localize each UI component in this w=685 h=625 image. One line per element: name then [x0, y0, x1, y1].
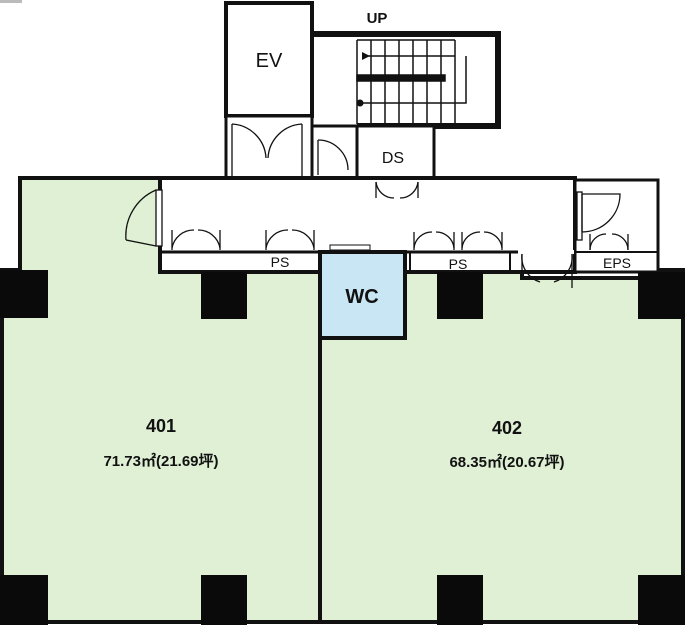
- corner-mark: [0, 0, 22, 3]
- eps-room: [573, 178, 660, 274]
- stair-treads: [356, 39, 467, 125]
- eps-label: EPS: [603, 255, 631, 271]
- stair-up-label: UP: [367, 10, 388, 27]
- lobby-double-door: [231, 123, 303, 178]
- column: [0, 575, 48, 625]
- ps-left-label: PS: [271, 254, 290, 270]
- ps-right-label: PS: [449, 256, 468, 272]
- wc-label: WC: [345, 286, 378, 308]
- column: [201, 272, 247, 319]
- unit-402-area: 68.35㎡(20.67坪): [449, 453, 564, 471]
- unit-402-entry-door: [518, 250, 574, 288]
- column: [437, 272, 483, 319]
- column: [201, 575, 247, 625]
- stair-start-dot: [356, 99, 364, 107]
- column: [0, 270, 48, 318]
- unit-402-number: 402: [492, 418, 522, 438]
- wc-sliding-door: [329, 244, 371, 251]
- unit-401-entry-door: [125, 189, 163, 247]
- elevator-lobby: [224, 114, 314, 182]
- unit-401-area: 71.73㎡(21.69坪): [103, 452, 218, 470]
- stair-door-frame: [310, 124, 359, 182]
- unit-401-number: 401: [146, 416, 176, 436]
- ds-label: DS: [382, 150, 404, 167]
- wc-room: [318, 250, 407, 340]
- structural-columns: [0, 270, 685, 625]
- column: [638, 575, 685, 625]
- stair-door: [317, 139, 349, 175]
- corridor-doors: [171, 181, 629, 251]
- ev-label: EV: [256, 50, 283, 72]
- column: [437, 575, 483, 625]
- ds-room: [355, 124, 436, 182]
- stair-arrow-icon: [362, 52, 370, 60]
- eps-door: [576, 191, 621, 241]
- column: [638, 272, 685, 319]
